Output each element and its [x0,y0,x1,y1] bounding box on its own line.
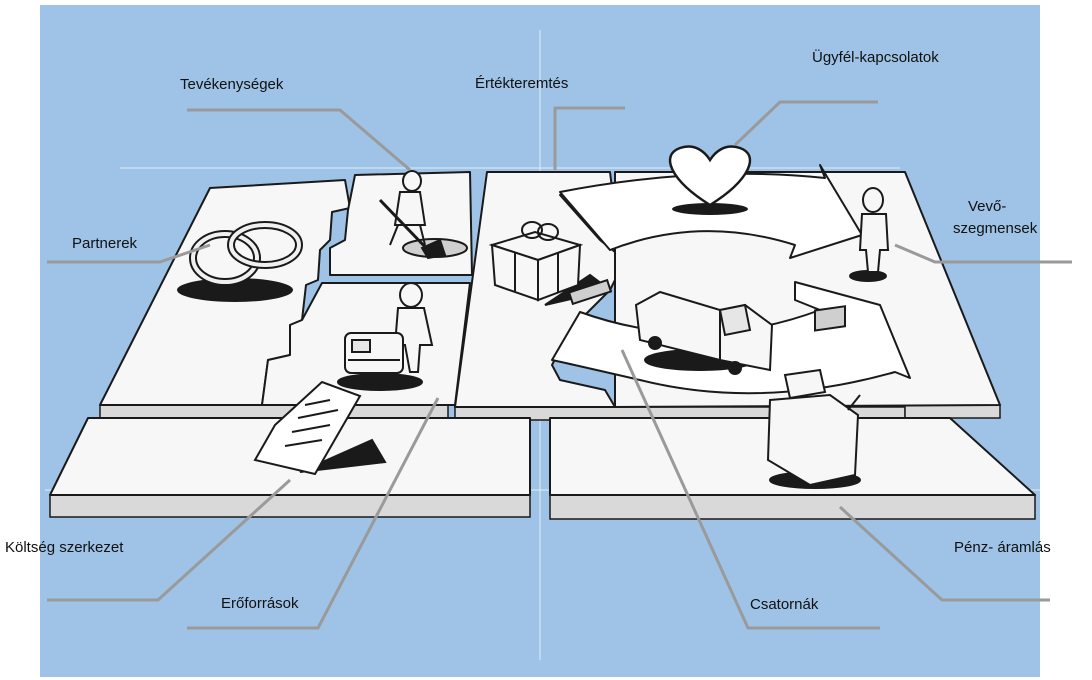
label-tevekenysegek: Tevékenységek [180,76,284,93]
person-with-machine-icon [337,282,434,391]
document-icon [253,380,387,476]
leader-koltseg [47,478,292,602]
label-koltseg: Költség szerkezet [5,539,124,556]
leader-vevo [894,243,1072,264]
heart-icon [668,145,752,215]
leader-csatornak [620,349,880,630]
leader-ertekteremtes [553,106,625,170]
gift-box-icon [488,221,613,306]
board-sides [49,404,1036,520]
leader-ugyfel [733,100,878,147]
label-ugyfel-kapcsolatok: Ügyfél-kapcsolatok [812,48,939,66]
leader-tevekenysegek [187,108,411,172]
label-ertekteremtes: Értékteremtés [475,75,568,92]
label-eroforrasok: Erőforrások [221,595,299,612]
label-penz: Pénz- áramlás [954,539,1051,556]
label-vevo-2: szegmensek [953,220,1038,237]
leader-penz [838,505,1050,602]
label-csatornak: Csatornák [750,596,819,613]
leader-eroforrasok [187,397,440,630]
delivery-truck-icon [634,290,774,375]
leader-partnerek [47,243,211,264]
leader-lines [47,100,1072,630]
labels: Tevékenységek Értékteremtés Ügyfél-kapcs… [5,48,1051,613]
worker-digging-icon [378,170,468,260]
cash-register-icon [766,305,861,489]
label-vevo-1: Vevő- [968,198,1006,215]
standing-person-icon [849,187,890,282]
label-partnerek: Partnerek [72,235,138,252]
interlocked-rings-icon [177,221,303,302]
